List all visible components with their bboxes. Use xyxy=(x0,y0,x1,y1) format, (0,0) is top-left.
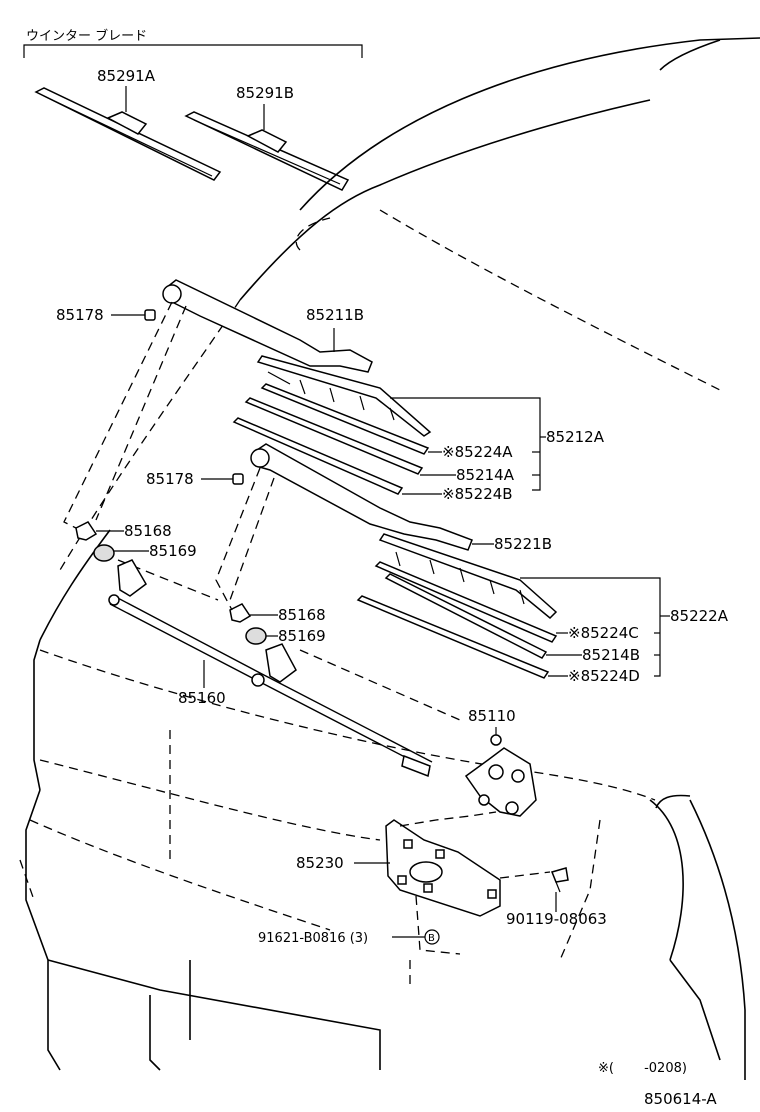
grommet-85169-a xyxy=(93,544,115,562)
header-title: ウインター ブレード xyxy=(26,28,147,44)
label-85224C-star: ※85224C xyxy=(568,624,639,642)
bracket-85230 xyxy=(385,819,501,917)
bolt-marker-b-letter: B xyxy=(428,933,435,944)
label-85224D-star: ※85224D xyxy=(568,667,640,685)
label-90119-08063: 90119-08063 xyxy=(506,910,607,928)
label-85169-upper: 85169 xyxy=(149,542,197,560)
grommet-85169-b xyxy=(245,627,267,645)
blade-assembly-85222A xyxy=(356,533,558,679)
label-91621-B0816: 91621-B0816 (3) xyxy=(258,931,368,946)
label-85222A: 85222A xyxy=(670,607,729,625)
label-85211B: 85211B xyxy=(306,306,364,324)
label-85178-upper: 85178 xyxy=(56,306,104,324)
cap-85168-b xyxy=(229,603,252,623)
label-85168-upper: 85168 xyxy=(124,522,172,540)
label-85168-lower: 85168 xyxy=(278,606,326,624)
vehicle-body-outline xyxy=(25,37,760,1080)
label-85110: 85110 xyxy=(468,707,516,725)
bolt-90119 xyxy=(550,867,569,893)
wiper-arm-85221B xyxy=(250,443,473,551)
label-85214A: 85214A xyxy=(456,466,515,484)
wiper-motor-85110 xyxy=(464,734,537,817)
label-85224A-star: ※85224A xyxy=(442,443,513,461)
label-85160: 85160 xyxy=(178,689,226,707)
cap-85168-a xyxy=(75,521,98,541)
winter-blade-b xyxy=(184,111,350,191)
footer-note: ※( -0208) xyxy=(598,1061,687,1076)
wiper-arm-85211B xyxy=(162,279,373,373)
label-85169-lower: 85169 xyxy=(278,627,326,645)
nut-85178-a xyxy=(144,309,156,321)
label-85291B: 85291B xyxy=(236,84,294,102)
winter-blade-a xyxy=(34,87,222,181)
label-85212A: 85212A xyxy=(546,428,605,446)
header-underline xyxy=(23,44,363,58)
label-85178-lower: 85178 xyxy=(146,470,194,488)
link-rod-85160 xyxy=(108,559,433,778)
label-85214B: 85214B xyxy=(582,646,640,664)
label-85221B: 85221B xyxy=(494,535,552,553)
bolt-marker-b xyxy=(424,929,440,945)
label-85291A: 85291A xyxy=(97,67,156,85)
figure-code: 850614-A xyxy=(644,1090,717,1108)
blade-assembly-85212A xyxy=(232,355,432,495)
label-85224B-star: ※85224B xyxy=(442,485,513,503)
label-85230: 85230 xyxy=(296,854,344,872)
nut-85178-b xyxy=(232,473,244,485)
